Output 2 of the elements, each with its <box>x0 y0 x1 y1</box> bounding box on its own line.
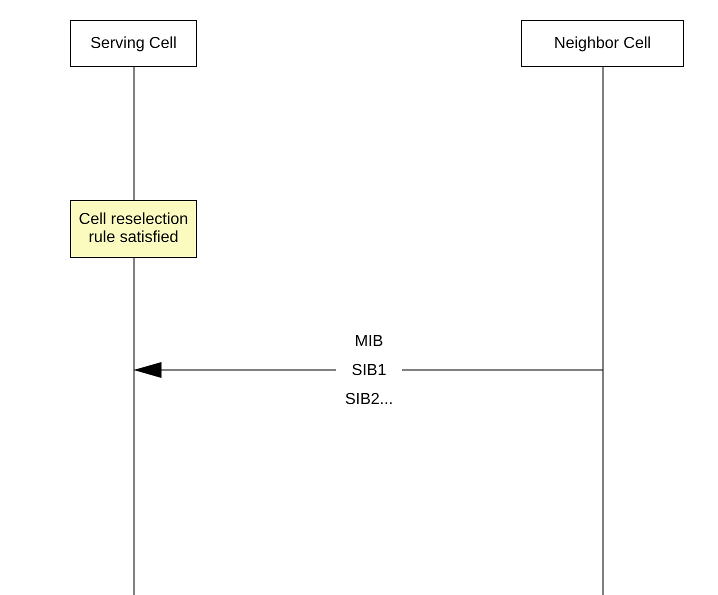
participant-box: Serving Cell <box>70 20 197 67</box>
participant-box: Neighbor Cell <box>521 20 684 67</box>
